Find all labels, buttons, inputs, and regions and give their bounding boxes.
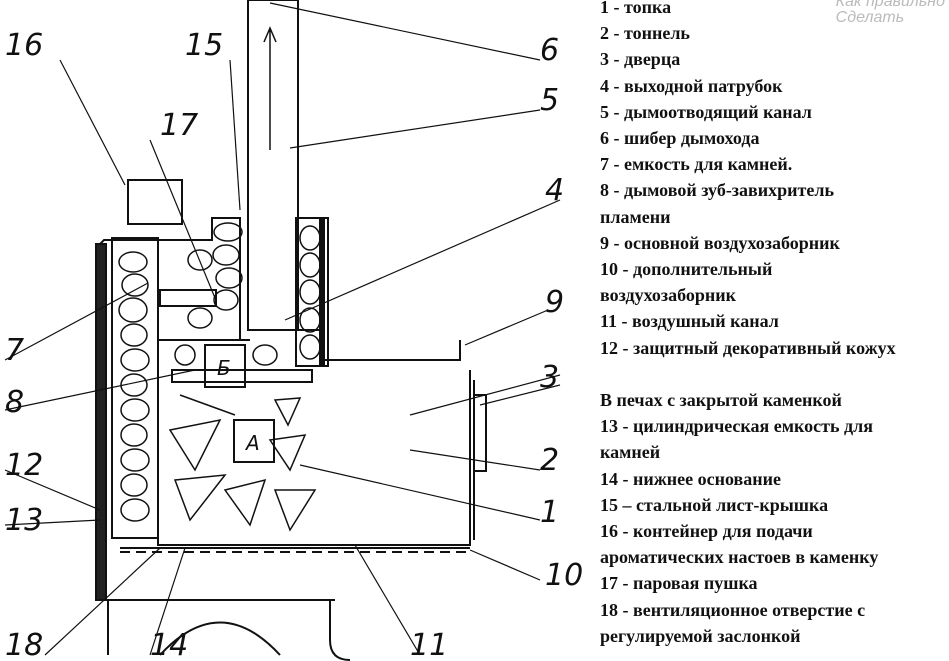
legend-line: пламени xyxy=(600,206,671,227)
callout-4: 4 xyxy=(545,173,564,208)
zone-b-box xyxy=(204,344,246,388)
legend-line: 16 - контейнер для подачи xyxy=(600,521,813,542)
legend-line: 9 - основной воздухозаборник xyxy=(600,232,840,253)
stone-column xyxy=(111,237,159,539)
watermark: Как правильно Сделать xyxy=(835,0,945,26)
legend-line: 6 - шибер дымохода xyxy=(600,128,760,149)
legend-line: 15 – стальной лист-крышка xyxy=(600,494,829,515)
legend-line: 12 - защитный декоративный кожух xyxy=(600,337,896,358)
legend-line: регулируемой заслонкой xyxy=(600,625,801,646)
callout-8: 8 xyxy=(5,385,24,420)
flow-arrows xyxy=(179,26,360,546)
zone-a-box xyxy=(233,419,275,463)
callout-9: 9 xyxy=(545,285,564,320)
zone-a-label: А xyxy=(244,431,260,455)
stones xyxy=(118,222,321,522)
legend-line: 4 - выходной патрубок xyxy=(600,75,783,96)
callout-6: 6 xyxy=(540,33,559,68)
legend-line: 14 - нижнее основание xyxy=(600,468,782,489)
callout-2: 2 xyxy=(540,443,559,478)
callout-3: 3 xyxy=(540,360,559,395)
callout-7: 7 xyxy=(5,333,24,368)
callout-10: 10 xyxy=(545,558,583,593)
legend-line: 11 - воздушный канал xyxy=(600,311,779,332)
legend-spacer xyxy=(600,361,949,387)
outer-casing xyxy=(95,217,335,601)
steam-gun xyxy=(159,289,217,307)
legend-line: камней xyxy=(600,442,661,463)
smoke-tooth xyxy=(171,369,313,383)
legend-line: 13 - цилиндрическая емкость для xyxy=(600,416,873,437)
flames xyxy=(168,397,317,532)
legend-line: 18 - вентиляционное отверстие с xyxy=(600,599,866,620)
callout-5: 5 xyxy=(540,83,559,118)
zone-b-label: Б xyxy=(217,356,231,380)
legend-line: 8 - дымовой зуб-завихритель xyxy=(600,180,834,201)
legend-line: 3 - дверца xyxy=(600,49,681,70)
legend-line: 7 - емкость для камней. xyxy=(600,154,793,175)
callout-14: 14 xyxy=(150,628,188,661)
callout-15: 15 xyxy=(185,28,223,63)
chimney-jacket xyxy=(295,217,329,367)
legend-line: 10 - дополнительный xyxy=(600,259,773,280)
legend: 1 - топка 2 - тоннель 3 - дверца 4 - вых… xyxy=(600,0,949,649)
casing-shield xyxy=(95,243,107,601)
callout-18: 18 xyxy=(5,628,43,661)
legend-line: 1 - топка xyxy=(600,0,672,17)
callout-17: 17 xyxy=(160,108,198,143)
callout-1: 1 xyxy=(540,495,559,530)
legend-line: 5 - дымоотводящий канал xyxy=(600,101,812,122)
legend-line: воздухозаборник xyxy=(600,285,737,306)
chimney xyxy=(247,0,299,331)
legend-line: 17 - паровая пушка xyxy=(600,573,758,594)
callout-11: 11 xyxy=(410,628,448,661)
leader-lines xyxy=(4,2,561,656)
callout-12: 12 xyxy=(5,448,43,483)
aroma-container xyxy=(127,179,183,225)
callout-13: 13 xyxy=(5,503,43,538)
base-arches xyxy=(107,600,351,661)
callout-16: 16 xyxy=(5,28,43,63)
legend-line: ароматических настоев в каменку xyxy=(600,547,879,568)
legend-subheading: В печах с закрытой каменкой xyxy=(600,390,842,411)
legend-line: 2 - тоннель xyxy=(600,23,690,44)
